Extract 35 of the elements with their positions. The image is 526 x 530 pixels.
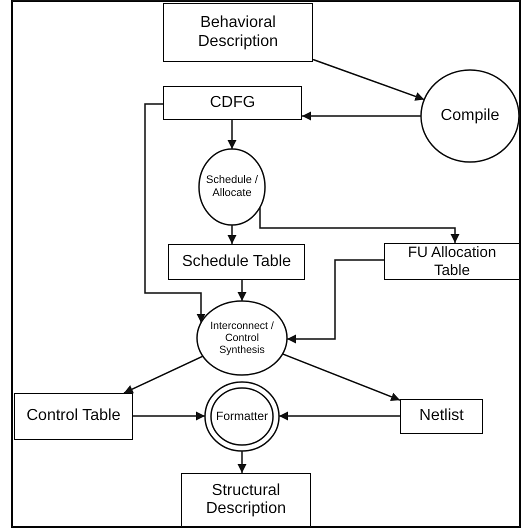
arrow [286, 259, 384, 344]
node-label: Control Table [26, 407, 120, 426]
process-circle [196, 300, 288, 376]
arrow [228, 120, 236, 149]
node-label: CDFG [210, 94, 256, 112]
arrow [279, 412, 400, 420]
node-label: Interconnect / Control Synthesis [209, 320, 275, 356]
arrow [133, 412, 205, 420]
process-box [163, 86, 302, 120]
node-label: Schedule Table [182, 252, 292, 272]
node-label: Compile [440, 106, 500, 126]
node-label: Formatter [216, 410, 268, 424]
double-circle [204, 381, 280, 452]
node-label: Schedule / Allocate [205, 174, 259, 200]
arrow [124, 356, 204, 394]
arrow [312, 58, 424, 101]
node-label: Behavioral Description [196, 14, 280, 51]
arrow [144, 103, 206, 323]
arrow [282, 353, 400, 402]
node-label: Netlist [419, 407, 464, 426]
process-circle [198, 148, 266, 226]
arrow [228, 225, 236, 244]
process-box [163, 3, 313, 62]
node-label: FU Allocation Table [406, 244, 498, 279]
process-box [384, 243, 520, 280]
process-box [181, 473, 311, 527]
process-box [14, 393, 133, 440]
process-box [400, 399, 483, 434]
arrow [238, 280, 246, 301]
node-label: Structural Description [204, 482, 288, 518]
process-box [168, 244, 305, 280]
arrow [259, 207, 460, 243]
process-circle [420, 69, 520, 163]
arrow [302, 112, 421, 120]
arrow [238, 451, 246, 473]
